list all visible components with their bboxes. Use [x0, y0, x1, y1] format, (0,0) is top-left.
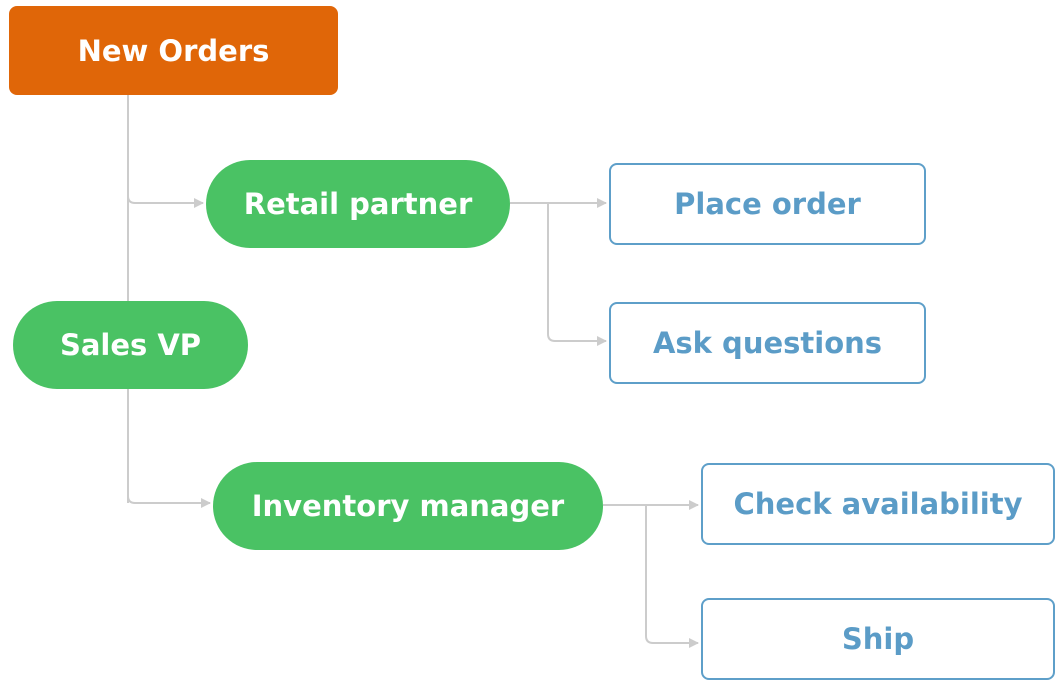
connector-to-inventory-manager [127, 495, 211, 508]
connector-to-retail-partner [127, 195, 204, 208]
connector-to-ship [645, 505, 699, 648]
node-retail-partner: Retail partner [206, 160, 510, 248]
node-inventory-manager: Inventory manager [213, 462, 603, 550]
node-place-order: Place order [609, 163, 926, 245]
node-check-availability: Check availability [701, 463, 1055, 545]
node-new-orders: New Orders [9, 6, 338, 95]
node-sales-vp: Sales VP [13, 301, 248, 389]
node-ship: Ship [701, 598, 1055, 680]
connector-to-ask-questions [547, 203, 607, 346]
node-ask-questions: Ask questions [609, 302, 926, 384]
